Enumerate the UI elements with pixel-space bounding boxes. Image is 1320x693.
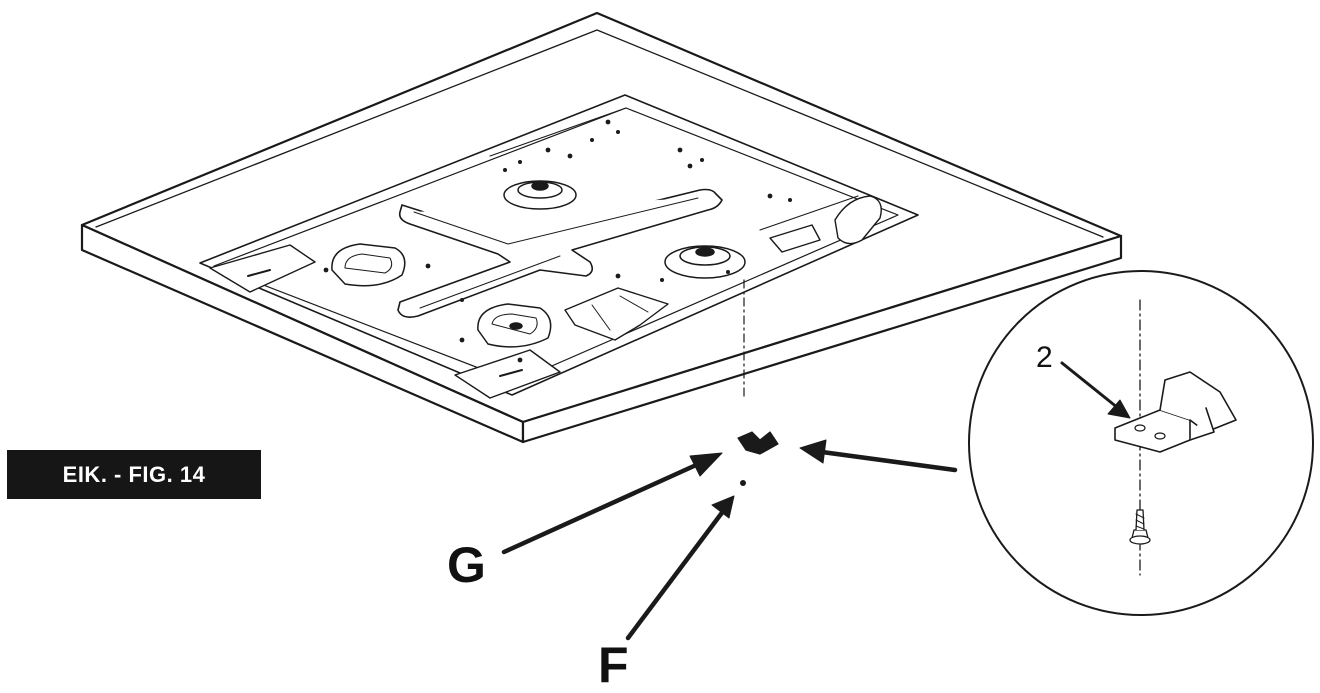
burner-rear	[503, 180, 577, 210]
frame-inner-edge	[95, 29, 1104, 238]
detail-part-number: 2	[1036, 341, 1053, 374]
detail-screw	[1129, 509, 1151, 545]
callout-g-label: G	[447, 537, 486, 593]
burner-right	[664, 245, 746, 279]
arrows	[501, 439, 958, 641]
cross-rib	[397, 188, 723, 318]
gas-inlet	[834, 195, 882, 245]
burner-left	[331, 243, 406, 287]
bracket-right	[564, 287, 669, 341]
bracket-left	[209, 244, 316, 293]
arrow-f-shaft	[625, 507, 727, 641]
cross-rib-inner	[413, 197, 699, 309]
figure-label: EIK. - FIG. 14	[7, 450, 261, 499]
arrow-detail-shaft	[819, 449, 958, 473]
plate-step	[489, 107, 859, 231]
callout-f-label: F	[598, 637, 629, 693]
arrow-f-head	[711, 495, 735, 519]
detail-callout	[968, 270, 1314, 616]
detail-clip	[1114, 371, 1237, 453]
arrow-g-head	[689, 452, 723, 477]
plate-brackets	[209, 195, 882, 399]
arrow-g-shaft	[501, 458, 708, 555]
arrow-detail-head	[799, 439, 827, 464]
cross-rib-outline	[397, 188, 723, 318]
detail-arrow-2	[1060, 361, 1131, 419]
recess-inner	[213, 107, 899, 383]
clip-part	[737, 431, 779, 455]
screw-part	[740, 480, 746, 486]
frame-right-side	[521, 234, 1123, 444]
burners	[331, 180, 746, 348]
plate-rivets	[323, 119, 792, 363]
burner-front	[477, 303, 552, 348]
